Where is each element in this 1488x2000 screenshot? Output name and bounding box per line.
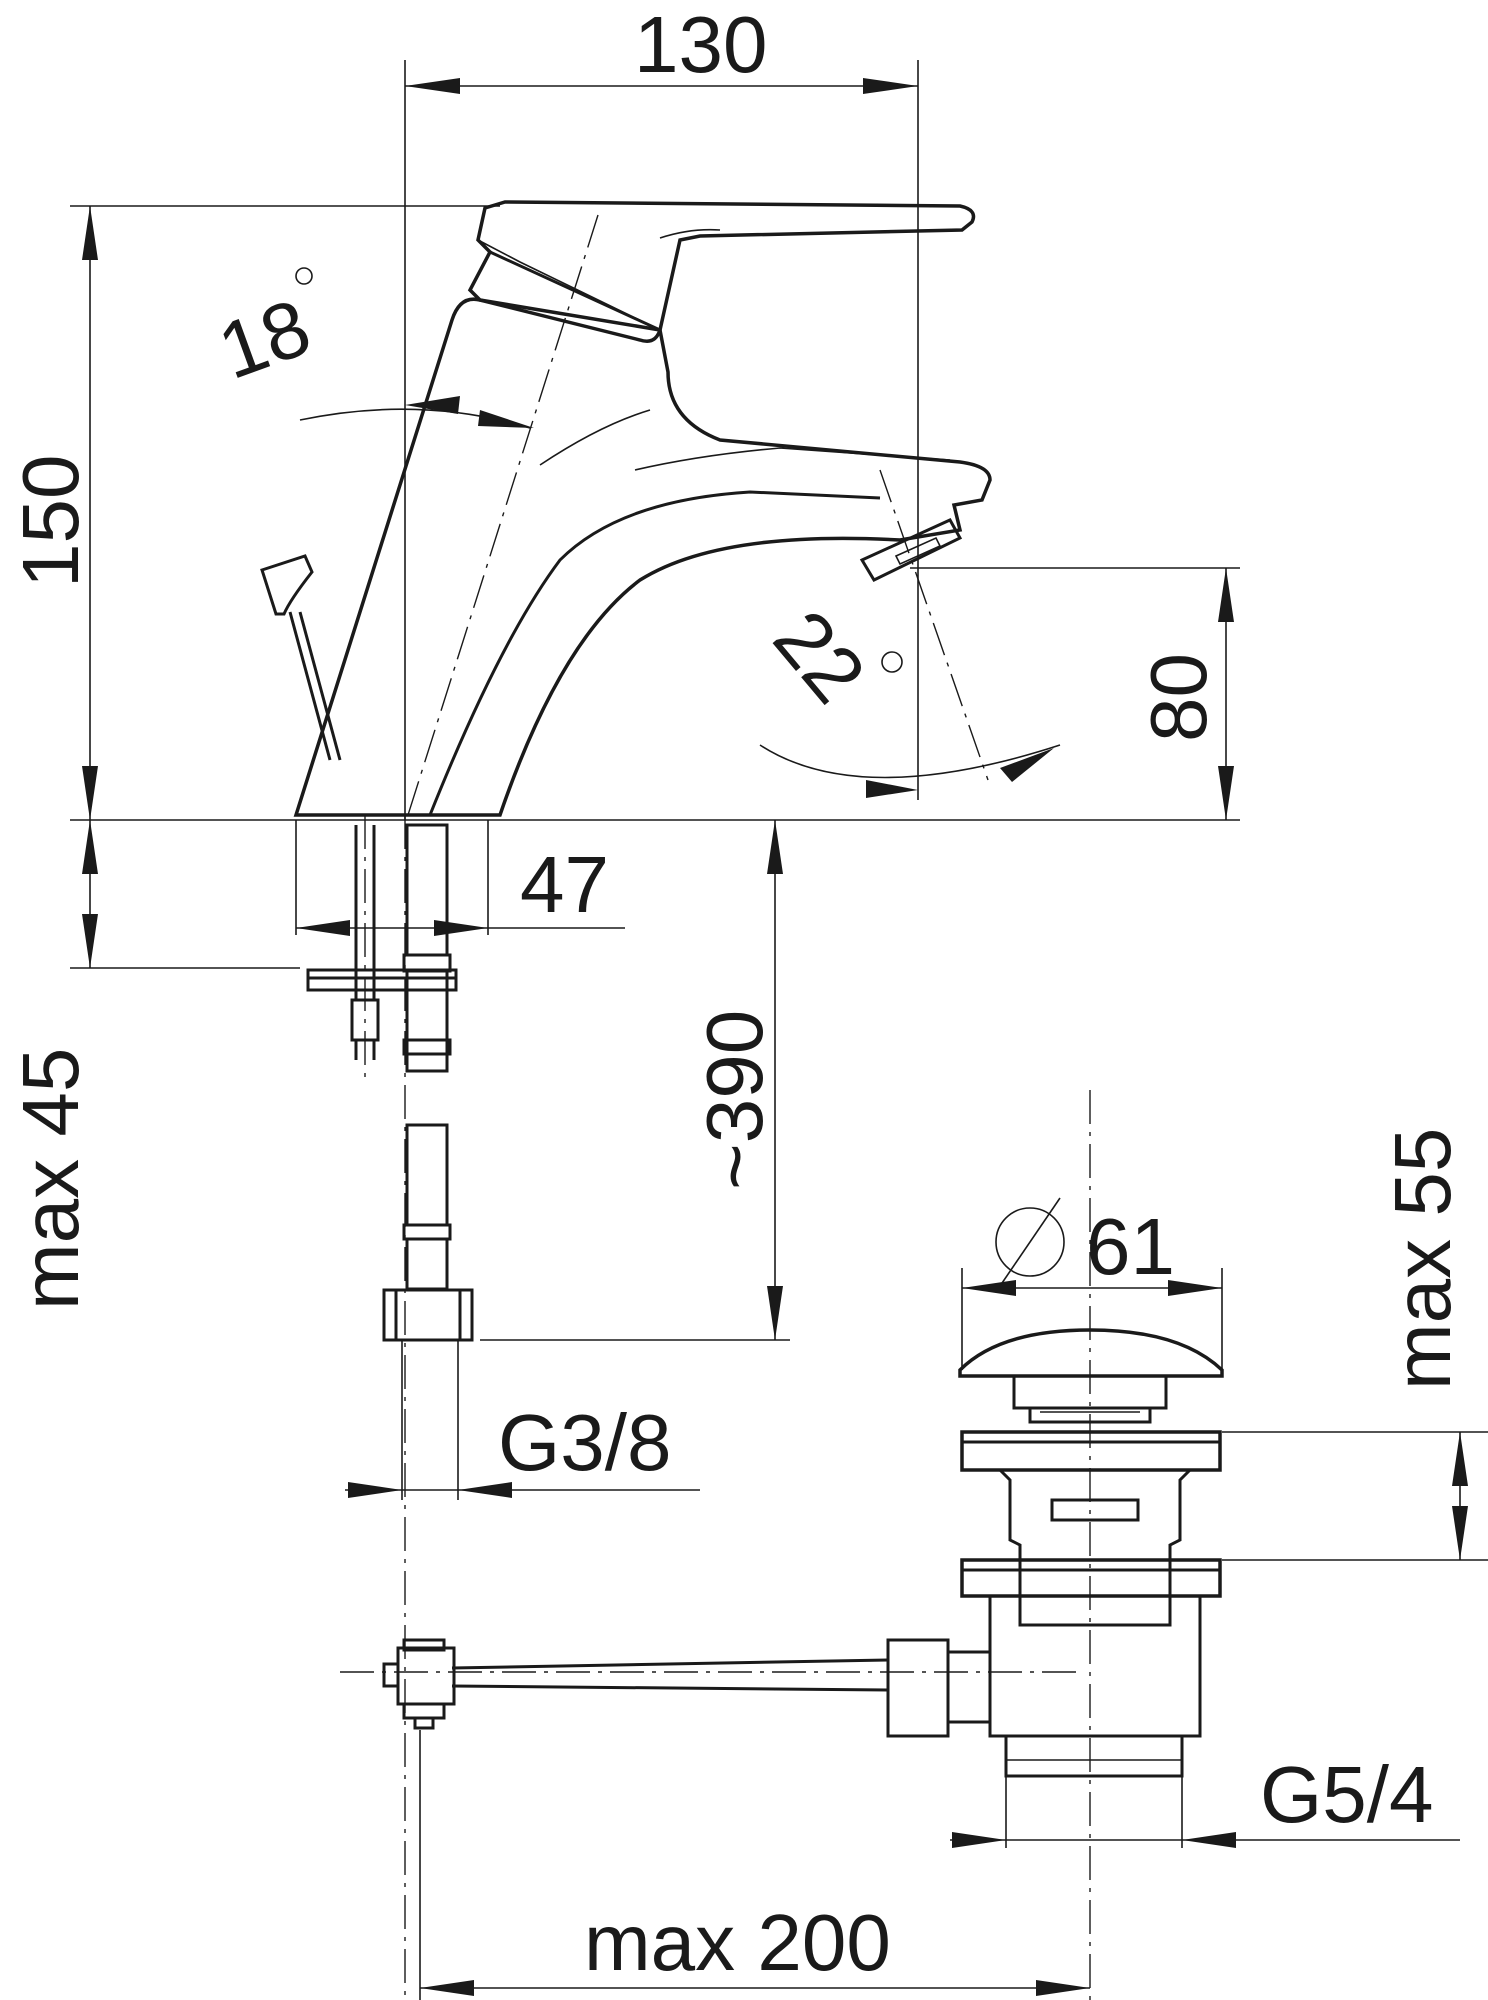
dim-height-total: 150 [6,455,95,588]
dim-drain-max-55: max 55 [1378,1128,1467,1390]
dim-spout-height: 80 [1134,653,1223,742]
supply-hoses [306,823,474,1342]
dim-max-45: max 45 [6,1048,95,1310]
degree-symbol [295,267,313,285]
dim-drain-thread: G5/4 [1260,1750,1433,1839]
dim-spout-angle: 22 [757,594,882,719]
dim-rod-max-200: max 200 [584,1898,891,1987]
dim-base-width: 47 [520,840,609,929]
pull-rod [260,554,342,761]
dim-handle-angle: 18 [207,282,321,396]
dimension-labels: 130 150 18 22 80 47 max 45 ~390 G3/8 61 … [6,0,1467,1987]
dim-width-top: 130 [634,0,767,89]
center-lines [340,214,1091,2000]
dim-drain-diameter: 61 [1086,1202,1175,1291]
dim-hose-length: ~390 [690,1010,779,1190]
faucet-body [293,200,992,817]
dimension-lines [70,60,1488,2000]
drain-valve [382,1328,1224,1778]
degree-symbol-2 [881,651,903,673]
dim-hose-thread: G3/8 [498,1398,671,1487]
